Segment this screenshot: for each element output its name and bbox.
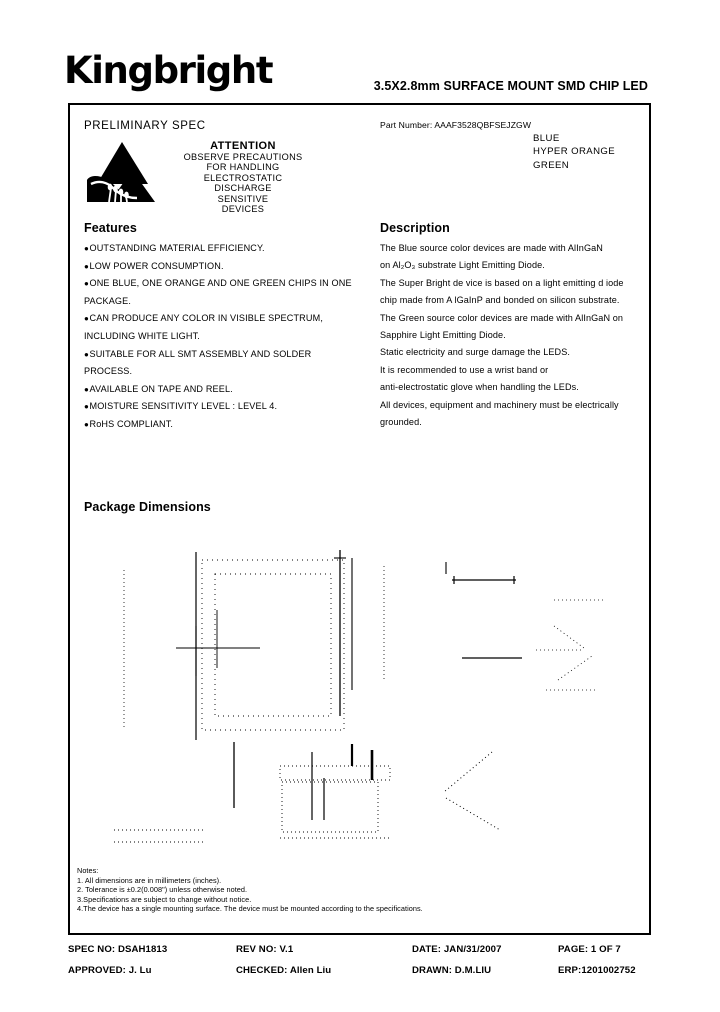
- attention-line-4: DISCHARGE: [214, 183, 272, 194]
- note-item: 3.Specifications are subject to change w…: [77, 894, 252, 904]
- description-body: The Blue source color devices are made w…: [380, 240, 656, 431]
- notes-heading: Notes:: [77, 866, 99, 875]
- feature-text: RoHS COMPLIANT.: [89, 418, 174, 429]
- feature-item: ●SUITABLE FOR ALL SMT ASSEMBLY AND SOLDE…: [84, 346, 352, 381]
- feature-text: ONE BLUE, ONE ORANGE AND ONE GREEN CHIPS…: [84, 278, 355, 306]
- feature-text: AVAILABLE ON TAPE AND REEL.: [89, 383, 233, 394]
- description-line: The Super Bright de vice is based on a l…: [380, 277, 624, 288]
- package-dimensions-heading: Package Dimensions: [84, 500, 211, 514]
- feature-item: ●MOISTURE SENSITIVITY LEVEL : LEVEL 4.: [84, 398, 352, 416]
- bullet-icon: ●: [84, 314, 89, 324]
- footer-spec-no: SPEC NO: DSAH1813: [68, 944, 168, 955]
- esd-sensitive-symbol: [85, 140, 159, 206]
- footer-checked: CHECKED: Allen Liu: [236, 965, 332, 976]
- bullet-icon: ●: [84, 244, 89, 253]
- footer-rev-no: REV NO: V.1: [236, 944, 294, 955]
- description-line: grounded.: [380, 417, 422, 428]
- features-heading: Features: [84, 221, 137, 235]
- feature-text: LOW POWER CONSUMPTION.: [89, 260, 224, 271]
- features-list: ●OUTSTANDING MATERIAL EFFICIENCY. ●LOW P…: [84, 240, 352, 434]
- feature-item: ●AVAILABLE ON TAPE AND REEL.: [84, 381, 352, 399]
- footer-page: PAGE: 1 OF 7: [558, 944, 621, 955]
- content-border-box: [68, 103, 651, 935]
- description-line: anti-electrostatic glove when handling t…: [380, 382, 579, 393]
- feature-item: ●ONE BLUE, ONE ORANGE AND ONE GREEN CHIP…: [84, 275, 352, 310]
- feature-text: CAN PRODUCE ANY COLOR IN VISIBLE SPECTRU…: [84, 313, 326, 341]
- attention-line-1: OBSERVE PRECAUTIONS: [183, 151, 303, 162]
- part-number: Part Number: AAAF3528QBFSEJZGW: [380, 120, 532, 130]
- description-line: All devices, equipment and machinery mus…: [380, 399, 619, 410]
- feature-text: OUTSTANDING MATERIAL EFFICIENCY.: [89, 243, 265, 253]
- page-title: 3.5X2.8mm SURFACE MOUNT SMD CHIP LED: [373, 79, 648, 93]
- bullet-icon: ●: [84, 349, 89, 359]
- feature-text: MOISTURE SENSITIVITY LEVEL : LEVEL 4.: [89, 401, 278, 412]
- description-line: Sapphire Light Emitting Diode.: [380, 330, 506, 341]
- esd-attention-block: ATTENTION OBSERVE PRECAUTIONS FOR HANDLI…: [163, 140, 323, 214]
- feature-item: ●OUTSTANDING MATERIAL EFFICIENCY.: [84, 240, 352, 258]
- color-variants-list: BLUE HYPER ORANGE GREEN: [533, 132, 615, 172]
- notes-block: Notes: 1. All dimensions are in millimet…: [77, 866, 637, 914]
- attention-line-2: FOR HANDLING: [206, 162, 280, 173]
- note-item: 1. All dimensions are in millimeters (in…: [77, 875, 222, 885]
- description-heading: Description: [380, 221, 450, 235]
- description-line: The Blue source color devices are made w…: [380, 243, 603, 253]
- color-variant-hyper-orange: HYPER ORANGE: [533, 146, 616, 158]
- color-variant-green: GREEN: [533, 159, 570, 171]
- attention-line-6: DEVICES: [221, 203, 265, 214]
- description-line: Static electricity and surge damage the …: [380, 347, 571, 358]
- bullet-icon: ●: [84, 261, 89, 271]
- description-line: The Green source color devices are made …: [380, 312, 624, 323]
- color-variant-blue: BLUE: [533, 133, 560, 144]
- description-line: on Al₂O₃ substrate Light Emitting Diode.: [380, 260, 545, 271]
- package-outline-drawing: [84, 530, 636, 860]
- preliminary-spec-label: PRELIMINARY SPEC: [84, 120, 206, 132]
- bullet-icon: ●: [84, 384, 89, 394]
- description-line: chip made from A lGaInP and bonded on si…: [380, 295, 620, 306]
- kingbright-logo: Kingbright: [64, 49, 274, 92]
- footer-date: DATE: JAN/31/2007: [412, 944, 502, 955]
- feature-item: ●CAN PRODUCE ANY COLOR IN VISIBLE SPECTR…: [84, 310, 352, 345]
- feature-item: ●LOW POWER CONSUMPTION.: [84, 258, 352, 276]
- feature-text: SUITABLE FOR ALL SMT ASSEMBLY AND SOLDER…: [84, 348, 314, 377]
- attention-line-3: ELECTROSTATIC: [203, 172, 283, 183]
- note-item: 4.The device has a single mounting surfa…: [77, 904, 423, 914]
- note-item: 2. Tolerance is ±0.2(0.008") unless othe…: [77, 885, 248, 895]
- description-line: It is recommended to use a wrist band or: [380, 364, 549, 375]
- attention-title: ATTENTION: [210, 140, 276, 152]
- feature-item: ●RoHS COMPLIANT.: [84, 416, 352, 434]
- bullet-icon: ●: [84, 402, 89, 412]
- bullet-icon: ●: [84, 279, 89, 289]
- footer-drawn: DRAWN: D.M.LIU: [412, 965, 492, 976]
- footer-erp: ERP:1201002752: [558, 965, 636, 976]
- footer-approved: APPROVED: J. Lu: [68, 965, 152, 976]
- attention-line-5: SENSITIVE: [217, 193, 269, 204]
- bullet-icon: ●: [84, 419, 89, 429]
- document-footer: SPEC NO: DSAH1813 REV NO: V.1 DATE: JAN/…: [68, 944, 652, 988]
